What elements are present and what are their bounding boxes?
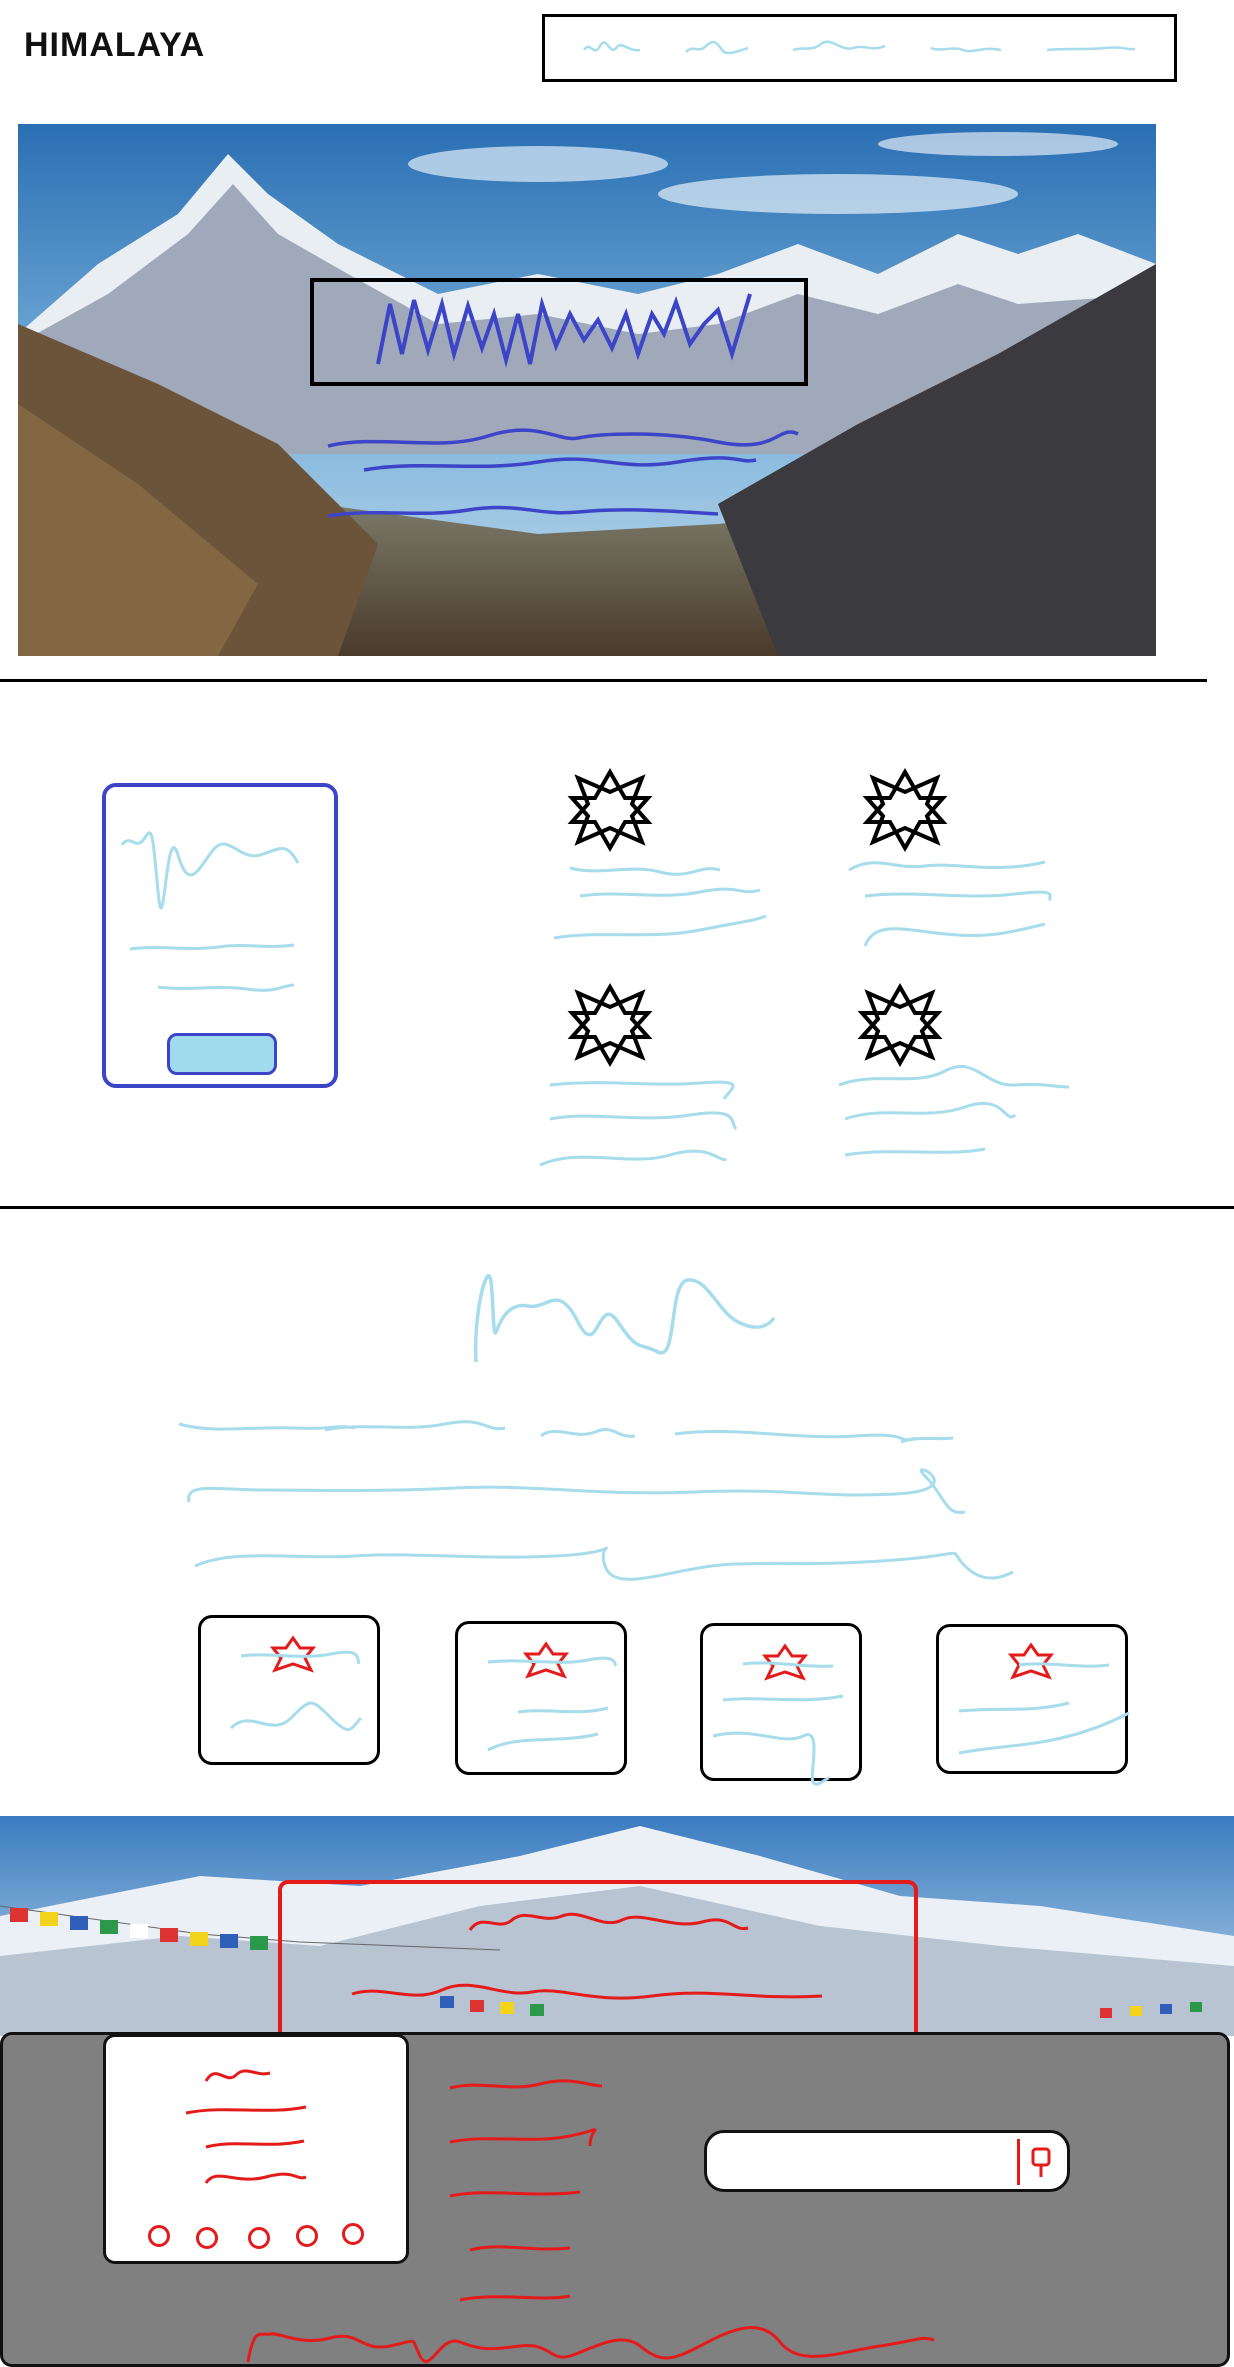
footer-link-1: [449, 2079, 603, 2090]
nav-link-1[interactable]: [582, 38, 642, 58]
info-tile-1[interactable]: [198, 1615, 380, 1765]
footer-link-5: [459, 2294, 571, 2302]
social-circle-icon-3[interactable]: [248, 2227, 270, 2249]
search-icon[interactable]: [1025, 2143, 1065, 2183]
info-tile-4[interactable]: [936, 1624, 1130, 1774]
social-circle-icon-1[interactable]: [148, 2225, 170, 2247]
social-circle-icon-2[interactable]: [196, 2227, 218, 2249]
banner-subtext: [351, 1983, 823, 2000]
footer-links: [449, 2079, 603, 2302]
star-icon: [862, 767, 948, 853]
info-card-title: [120, 831, 300, 910]
footer-link-4: [469, 2245, 571, 2252]
hero-subtitle-line-1: [327, 428, 799, 448]
footer-about-text: [185, 2069, 307, 2184]
feature-2-text: [848, 860, 1052, 947]
red-star-icon: [269, 1635, 317, 1673]
info-tile-3[interactable]: [700, 1623, 862, 1786]
top-nav: [542, 14, 1177, 82]
star-icon: [567, 982, 653, 1068]
red-star-icon: [1007, 1642, 1055, 1680]
section-paragraph: [178, 1420, 1014, 1581]
banner-overlay: [278, 1880, 918, 2056]
section-title: [473, 1274, 776, 1363]
search-input[interactable]: [707, 2133, 1039, 2189]
nav-link-3[interactable]: [791, 38, 887, 58]
footer-link-3: [449, 2190, 581, 2198]
tile-4-text: [958, 1662, 1130, 1755]
card-button[interactable]: [167, 1033, 277, 1075]
red-star-icon: [761, 1643, 809, 1681]
section-divider-1: [0, 679, 1207, 682]
feature-1-text: [553, 866, 767, 940]
feature-item-1: [540, 767, 800, 960]
banner-image: [0, 1816, 1234, 2036]
social-circle-icon-5[interactable]: [342, 2223, 364, 2245]
hero-subtitle-line-2: [363, 456, 757, 472]
info-card-text-1: [129, 943, 295, 951]
feature-4-text: [838, 1065, 1070, 1157]
info-tile-2[interactable]: [455, 1621, 627, 1775]
banner-heading: [468, 1912, 749, 1931]
search-field: [704, 2130, 1070, 2192]
nav-link-5[interactable]: [1045, 38, 1137, 58]
social-circle-icon-4[interactable]: [296, 2225, 318, 2247]
search-divider: [1017, 2139, 1020, 2185]
info-card-text-2: [157, 983, 295, 992]
info-card: [102, 783, 338, 1088]
tile-3-text: [712, 1661, 844, 1786]
section-divider-2: [0, 1206, 1234, 1209]
footer-copyright: [246, 2326, 935, 2363]
site-logo[interactable]: HIMALAYA: [24, 26, 206, 64]
red-star-icon: [522, 1641, 570, 1679]
hero-image: [18, 124, 1156, 656]
footer-link-2: [449, 2128, 597, 2147]
footer-about-card: [103, 2034, 409, 2264]
hero-subtitle-line-3: [327, 505, 719, 518]
nav-link-2[interactable]: [684, 38, 750, 58]
hero-heading: [376, 293, 752, 368]
star-icon: [567, 767, 653, 853]
feature-item-3: [539, 982, 800, 1175]
tile-1-text: [229, 1650, 363, 1731]
star-icon: [857, 982, 943, 1068]
feature-item-4: [835, 982, 1095, 1175]
nav-link-4[interactable]: [929, 38, 1003, 58]
feature-3-text: [539, 1080, 738, 1167]
tile-2-text: [487, 1656, 618, 1752]
feature-item-2: [845, 767, 1105, 960]
